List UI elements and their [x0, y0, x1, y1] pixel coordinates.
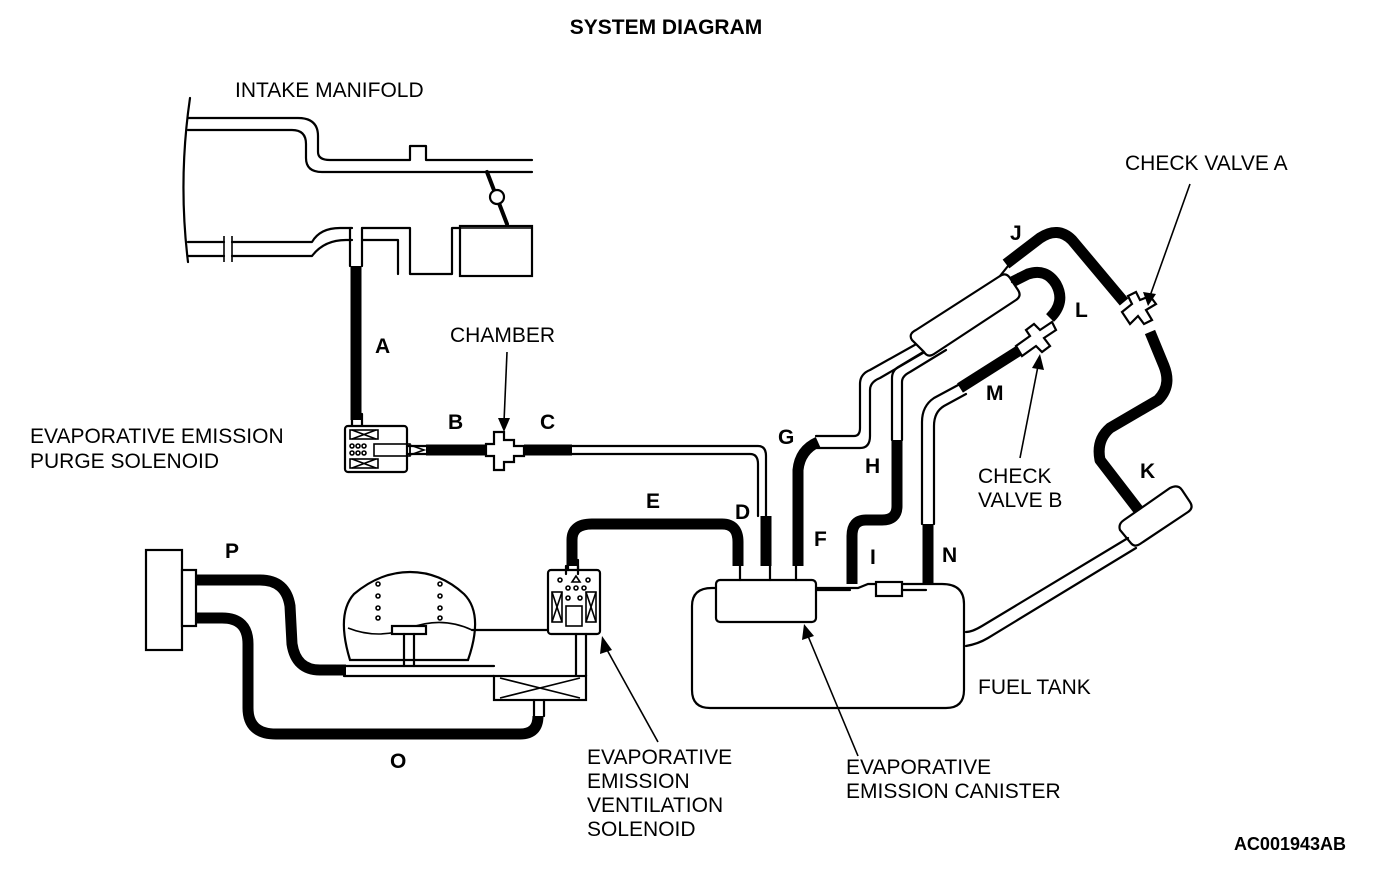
check-valve-b-label-line2: VALVE B — [978, 489, 1062, 512]
hose-m — [957, 345, 1023, 393]
hose-d-label: D — [735, 501, 750, 524]
hose-k — [1093, 329, 1173, 516]
hose-l — [1009, 266, 1066, 322]
hose-g — [792, 436, 821, 510]
hose-i-label: I — [870, 546, 876, 569]
intake-manifold-label: INTAKE MANIFOLD — [235, 79, 424, 102]
check-valve-b-label-line1: CHECK — [978, 465, 1052, 488]
hose-b-label: B — [448, 411, 463, 434]
canister-label-line1: EVAPORATIVE — [846, 756, 991, 779]
check-valve-b — [1014, 320, 1058, 358]
fuel-filler-cap — [144, 548, 198, 652]
purge-solenoid-label-line1: EVAPORATIVE EMISSION — [30, 425, 284, 448]
ventilation-solenoid-label-line4: SOLENOID — [587, 818, 696, 841]
diagram-title: SYSTEM DIAGRAM — [570, 16, 763, 39]
ventilation-solenoid — [546, 568, 602, 636]
check-valve-a-arrow — [1149, 183, 1191, 297]
hose-l-label: L — [1075, 299, 1088, 322]
chamber-label: CHAMBER — [450, 324, 555, 347]
air-separator — [342, 570, 477, 668]
hose-j-label: J — [1010, 222, 1022, 245]
ventilation-solenoid-label-line2: EMISSION — [587, 770, 690, 793]
fuel-tank-label: FUEL TANK — [978, 676, 1091, 699]
hose-k-label: K — [1140, 460, 1155, 483]
figure-id: AC001943AB — [1234, 834, 1346, 854]
hose-c-label: C — [540, 411, 555, 434]
evaporative-emission-canister — [714, 564, 852, 624]
hose-h-label: H — [865, 455, 880, 478]
tank-valve — [874, 580, 904, 598]
hose-n-label: N — [942, 544, 957, 567]
canister-arrow — [807, 635, 859, 757]
ventilation-solenoid-label-line3: VENTILATION — [587, 794, 723, 817]
hose-f-label: F — [814, 528, 827, 551]
purge-solenoid — [343, 412, 428, 474]
ventilation-solenoid-label-line1: EVAPORATIVE — [587, 746, 732, 769]
chamber — [484, 430, 526, 472]
ventilation-solenoid-arrow — [605, 647, 659, 743]
hose-e — [566, 518, 744, 566]
purge-solenoid-label-line2: PURGE SOLENOID — [30, 450, 219, 473]
hose-g-label: G — [778, 426, 794, 449]
canister-label-line2: EMISSION CANISTER — [846, 780, 1061, 803]
hose-a-label: A — [375, 335, 390, 358]
hose-o — [196, 612, 544, 740]
check-valve-a-label: CHECK VALVE A — [1125, 152, 1288, 175]
hose-e-label: E — [646, 490, 660, 513]
check-valve-b-arrow — [1019, 365, 1039, 459]
hose-p — [196, 574, 346, 676]
hose-j — [1002, 227, 1129, 306]
hose-o-label: O — [390, 750, 406, 773]
hose-i-bend — [846, 490, 903, 584]
intake-manifold — [182, 96, 534, 278]
chamber-arrow — [503, 351, 508, 423]
filler-neck — [964, 485, 1193, 648]
separator — [909, 264, 1021, 357]
hose-m-label: M — [986, 382, 1004, 405]
hose-p-label: P — [225, 540, 239, 563]
